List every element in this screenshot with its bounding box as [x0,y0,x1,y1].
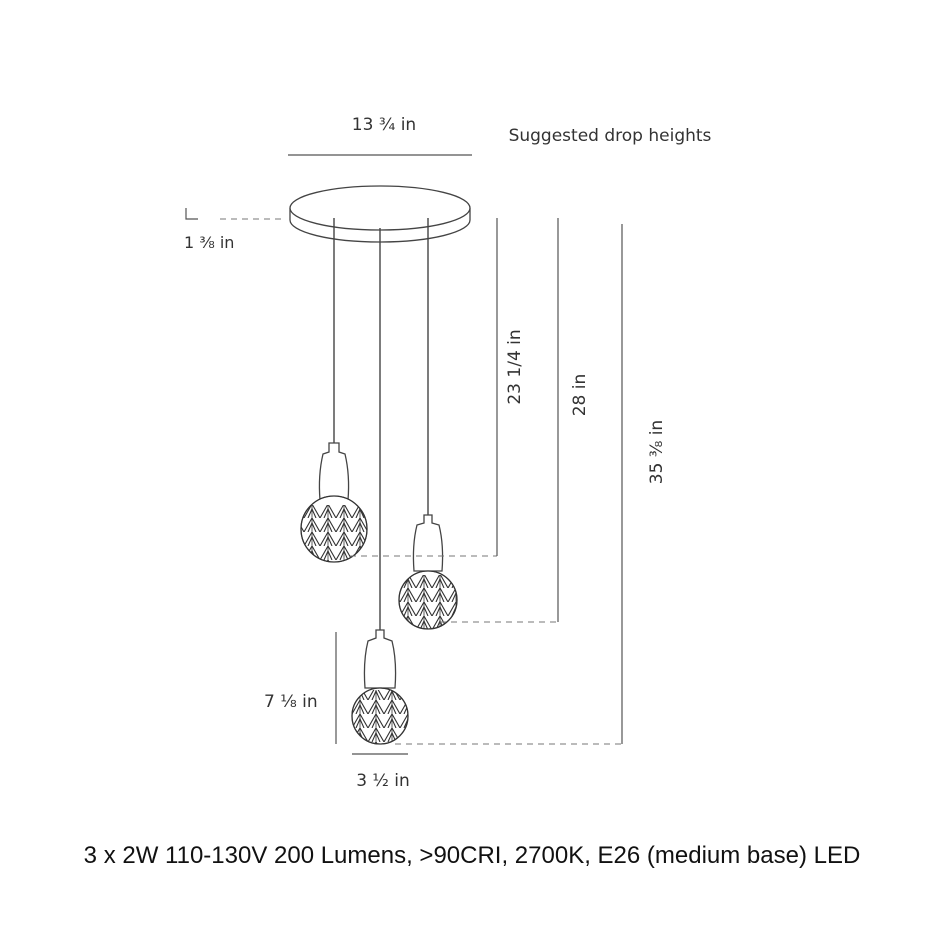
canopy-width-label: 13 ¾ in [352,115,416,135]
canopy [289,185,471,243]
pendant-center [351,629,409,745]
pendant-width-label: 3 ½ in [356,771,410,791]
pendant-height-label: 7 ⅛ in [264,692,318,712]
pendant-right [398,514,458,630]
suggested-drop-heights-label: Suggested drop heights [509,126,712,146]
drop-short-label: 23 1/4 in [505,329,525,404]
spec-text: 3 x 2W 110-130V 200 Lumens, >90CRI, 2700… [83,842,861,869]
canopy-height-label: 1 ⅜ in [184,233,234,252]
drop-mid-label: 28 in [570,374,590,417]
pendant-left [300,442,368,563]
canopy-height-marker [185,208,198,220]
drop-long-label: 35 ⅜ in [647,420,667,484]
